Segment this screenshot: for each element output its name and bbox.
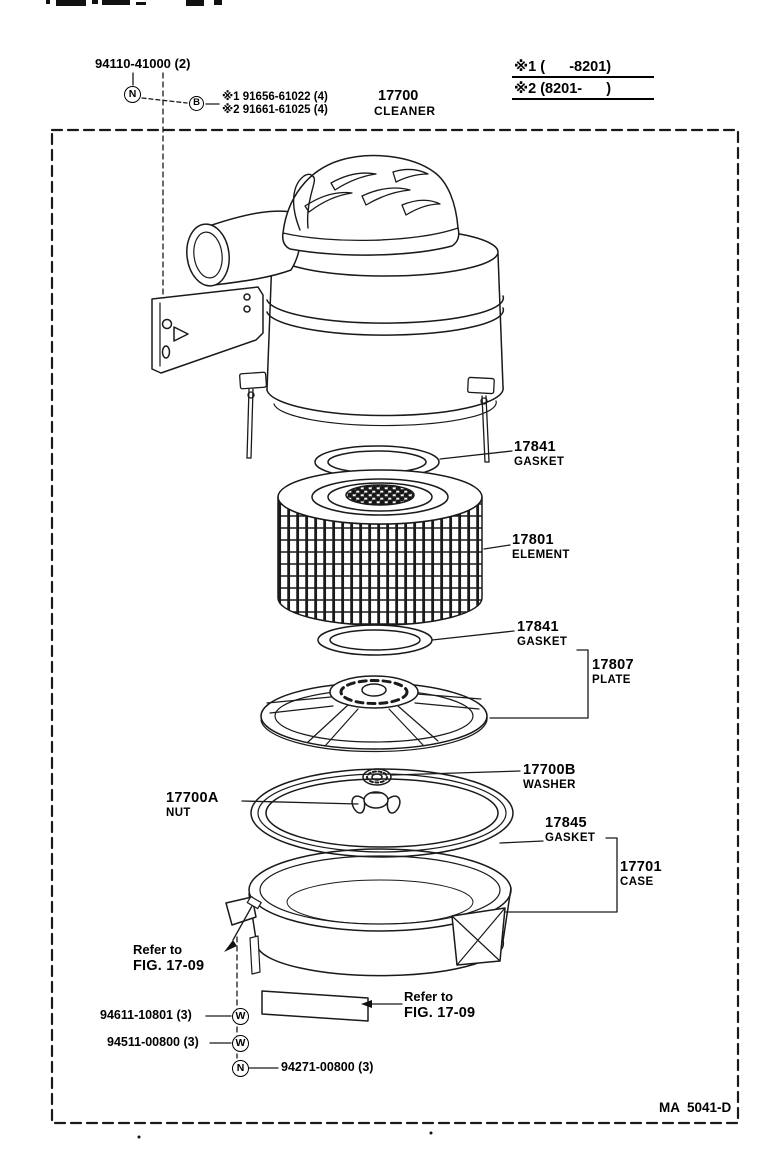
callout-name: ELEMENT xyxy=(512,549,570,562)
refer-line-1: Refer to xyxy=(133,942,183,957)
applicability-line-2: ※2 (8201- ) xyxy=(512,81,654,100)
callout-case: 17701 CASE xyxy=(620,859,662,889)
callout-number: 17841 xyxy=(517,619,559,635)
callout-gasket-upper: 17841 GASKET xyxy=(514,439,565,469)
assembly-number: 17700 xyxy=(378,88,419,104)
mounting-strap xyxy=(261,990,369,1022)
filter-element xyxy=(277,469,483,626)
callout-plate: 17807 PLATE xyxy=(592,657,634,687)
fastener-number-2: 94511-00800 (3) xyxy=(107,1035,199,1049)
diagram-border xyxy=(50,128,740,1125)
callout-number: 17700B xyxy=(523,762,576,778)
washer xyxy=(362,768,392,786)
applicability-note: ※1 ( -8201) ※2 (8201- ) xyxy=(512,59,654,100)
callout-gasket-lower: 17841 GASKET xyxy=(517,619,568,649)
bolt-symbol-icon: B xyxy=(189,96,204,111)
callout-number: 17700A xyxy=(166,790,219,806)
refer-line-1: Refer to xyxy=(404,989,454,1004)
callout-number: 17845 xyxy=(545,815,587,831)
callout-nut: 17700A NUT xyxy=(166,790,219,820)
washer-symbol-icon: W xyxy=(232,1008,249,1025)
lid-louvers xyxy=(304,168,441,216)
nut-symbol-icon: N xyxy=(124,86,141,103)
fastener-number-1: 94611-10801 (3) xyxy=(100,1008,192,1022)
clamp-bolts xyxy=(239,371,495,463)
callout-number: 17841 xyxy=(514,439,556,455)
air-cleaner-cover xyxy=(266,227,505,427)
callout-number: 17807 xyxy=(592,657,634,673)
callout-name: GASKET xyxy=(545,832,596,845)
top-leader-lines xyxy=(132,72,220,299)
scan-artifacts xyxy=(46,0,433,1139)
fastener-number-3: 94271-00800 (3) xyxy=(281,1060,374,1074)
callout-name: GASKET xyxy=(514,456,565,469)
callout-number: 17801 xyxy=(512,532,554,548)
cover-lid xyxy=(282,154,460,256)
alt-part-note-2: ※2 91661-61025 (4) xyxy=(222,104,328,116)
refer-line-2: FIG. 17-09 xyxy=(133,957,205,974)
figure-code: MA 5041-D xyxy=(659,1100,732,1115)
wing-nut xyxy=(351,791,401,814)
callout-name: WASHER xyxy=(523,779,576,792)
assembly-name: CLEANER xyxy=(374,104,436,118)
callout-element: 17801 ELEMENT xyxy=(512,532,570,562)
callout-number: 17701 xyxy=(620,859,662,875)
callout-case-gasket: 17845 GASKET xyxy=(545,815,596,845)
refer-line-2: FIG. 17-09 xyxy=(404,1004,476,1021)
applicability-line-1: ※1 ( -8201) xyxy=(512,59,654,78)
callout-washer: 17700B WASHER xyxy=(523,762,576,792)
case xyxy=(224,848,512,977)
case-gasket xyxy=(250,768,514,858)
gasket-lower xyxy=(317,624,433,656)
intake-snorkel xyxy=(186,210,302,287)
callout-name: GASKET xyxy=(517,636,568,649)
alt-part-note-1: ※1 91656-61022 (4) xyxy=(222,91,328,103)
leader-lines xyxy=(241,450,618,1008)
top-part-number: 94110-41000 (2) xyxy=(95,56,191,71)
plate xyxy=(260,675,488,753)
refer-note-right: Refer to FIG. 17-09 xyxy=(404,989,475,1022)
callout-name: PLATE xyxy=(592,674,631,687)
refer-note-left: Refer to FIG. 17-09 xyxy=(133,942,204,975)
nut-symbol-icon: N xyxy=(232,1060,249,1077)
callout-name: CASE xyxy=(620,876,654,889)
mounting-bracket xyxy=(151,286,264,374)
callout-name: NUT xyxy=(166,807,191,820)
washer-symbol-icon: W xyxy=(232,1035,249,1052)
